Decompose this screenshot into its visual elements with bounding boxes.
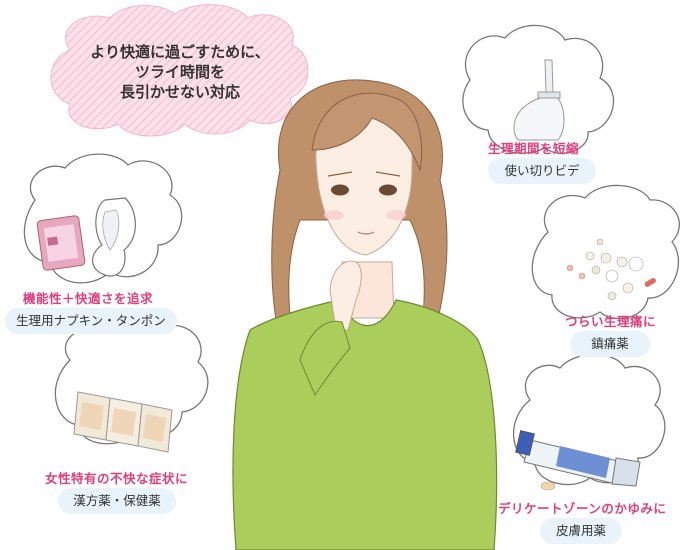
speech-cloud [50,4,309,137]
speech-line-1: より快適に過ごすために、 [90,43,270,61]
kampo-headline: 女性特有の不快な症状に [45,471,189,486]
napkin-icon [36,197,136,277]
speech-bubble-text: より快適に過ごすために、 ツライ時間を 長引かせない対応 [60,42,300,102]
bidet-headline: 生理期間を短縮 [488,141,580,156]
cloud-ointment [513,353,666,486]
ointment-headline: デリケートゾーンのかゆみに [498,501,667,516]
cloud-bidet [462,24,615,154]
cloud-painkiller [531,184,680,320]
ointment-product-pill: 皮膚用薬 [540,518,622,544]
speech-line-3: 長引かせない対応 [119,83,240,101]
napkin-headline: 機能性＋快適さを追求 [23,291,154,306]
bidet-product-pill: 使い切りビデ [488,158,596,184]
napkin-product-pill: 生理用ナプキン・タンポン [5,308,177,334]
woman-figure [232,79,498,550]
painkiller-product-pill: 鎮痛薬 [570,331,650,357]
speech-line-2: ツライ時間を [134,63,225,81]
sweater [232,299,498,550]
ointment-tube-icon [515,430,641,491]
kampo-product-pill: 漢方薬・保健薬 [58,488,176,514]
bidet-icon [513,59,565,141]
painkiller-headline: つらい生理痛に [565,314,657,329]
pills-icon [566,238,657,301]
medicine-packets-icon [73,391,173,453]
